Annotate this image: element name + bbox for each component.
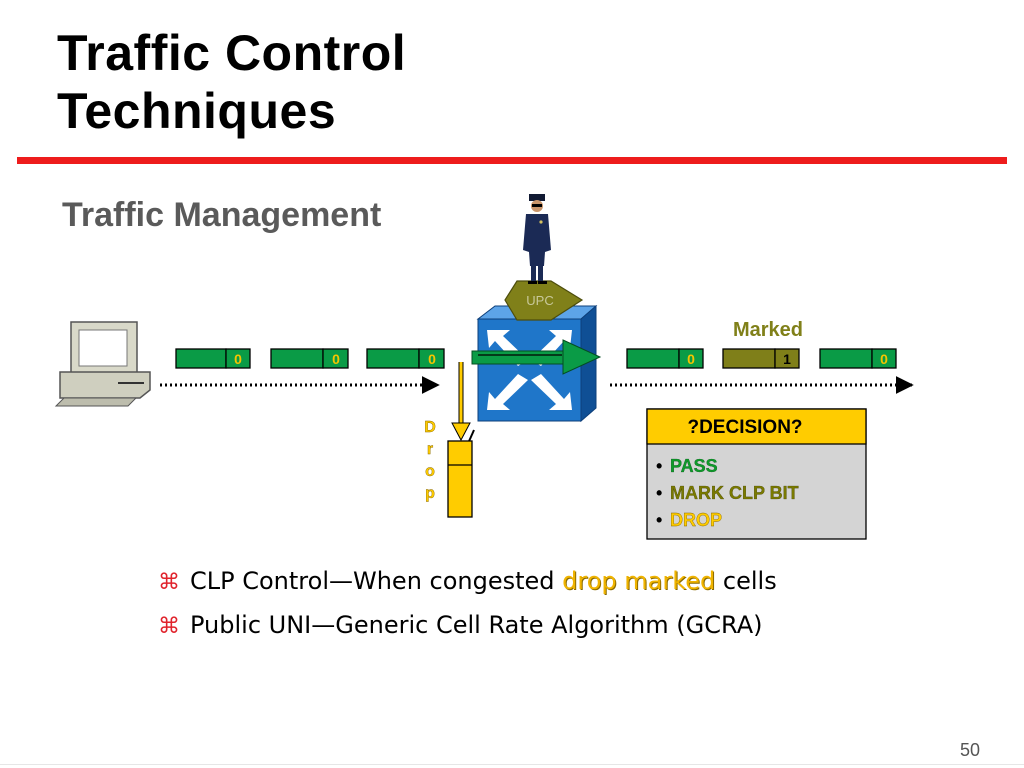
cell-out-3-value: 0 (880, 351, 888, 367)
decision-box: ?DECISION? • PASS • MARK CLP BIT • DROP (646, 408, 867, 540)
decision-header: ?DECISION? (687, 417, 802, 438)
title-underline (17, 157, 1007, 164)
input-cells: 0 0 0 (175, 348, 445, 369)
upc-octagon: UPC (504, 280, 584, 321)
policeman-icon (523, 194, 551, 284)
slide-number: 50 (959, 740, 980, 760)
bullet-item-2: ⌘ Public UNI—Generic Cell Rate Algorithm … (158, 606, 777, 650)
drop-letter-1: D (424, 419, 436, 436)
command-bullet-icon: ⌘ (158, 614, 180, 639)
output-cells: 0 1 0 (626, 348, 897, 369)
cell-out-1: 0 (626, 348, 704, 369)
cell-in-2: 0 (270, 348, 349, 369)
cell-out-2-value: 1 (783, 351, 791, 367)
cell-in-1-value: 0 (234, 351, 242, 367)
cell-out-3: 0 (819, 348, 897, 369)
traffic-diagram: 0 0 0 D r o p (54, 194, 914, 540)
bullet-2-text: Public UNI—Generic Cell Rate Algorithm (… (190, 611, 763, 639)
decision-pass: PASS (670, 456, 718, 476)
drop-label: D r o p (424, 419, 436, 502)
title-line-1: Traffic Control (57, 25, 407, 81)
decision-bullet-3: • (656, 510, 662, 530)
bullet-list: ⌘CLP Control—When congested drop marked … (158, 562, 777, 650)
decision-drop: DROP (670, 510, 722, 530)
bullet-1-text: CLP Control—When congested (190, 567, 563, 595)
cell-in-3-value: 0 (428, 351, 436, 367)
command-bullet-icon: ⌘ (158, 570, 180, 595)
cell-out-1-value: 0 (687, 351, 695, 367)
drop-letter-4: p (425, 485, 435, 502)
drop-letter-2: r (427, 441, 433, 458)
drop-bucket (447, 440, 473, 518)
upc-label: UPC (526, 293, 553, 308)
bullet-1-highlight: drop marked (562, 567, 716, 595)
bullet-1-tail: cells (715, 567, 777, 595)
cell-in-1: 0 (175, 348, 251, 369)
section-subtitle: Traffic Management (62, 196, 382, 234)
pass-arrow (471, 339, 602, 375)
footer-rule (0, 764, 1024, 765)
bullet-item-1: ⌘CLP Control—When congested drop marked … (158, 562, 777, 606)
decision-bullet-2: • (656, 483, 662, 503)
cell-out-2-marked: 1 (722, 348, 800, 369)
decision-bullet-1: • (656, 456, 662, 476)
drop-arrow (451, 362, 475, 449)
drop-letter-3: o (425, 463, 435, 480)
title-line-2: Techniques (57, 83, 337, 139)
marked-label: Marked (733, 319, 803, 341)
slide-title: Traffic Control Techniques (57, 24, 406, 140)
decision-mark-clp: MARK CLP BIT (670, 483, 799, 503)
cell-in-3: 0 (366, 348, 445, 369)
cell-in-2-value: 0 (332, 351, 340, 367)
computer-icon (54, 321, 151, 407)
